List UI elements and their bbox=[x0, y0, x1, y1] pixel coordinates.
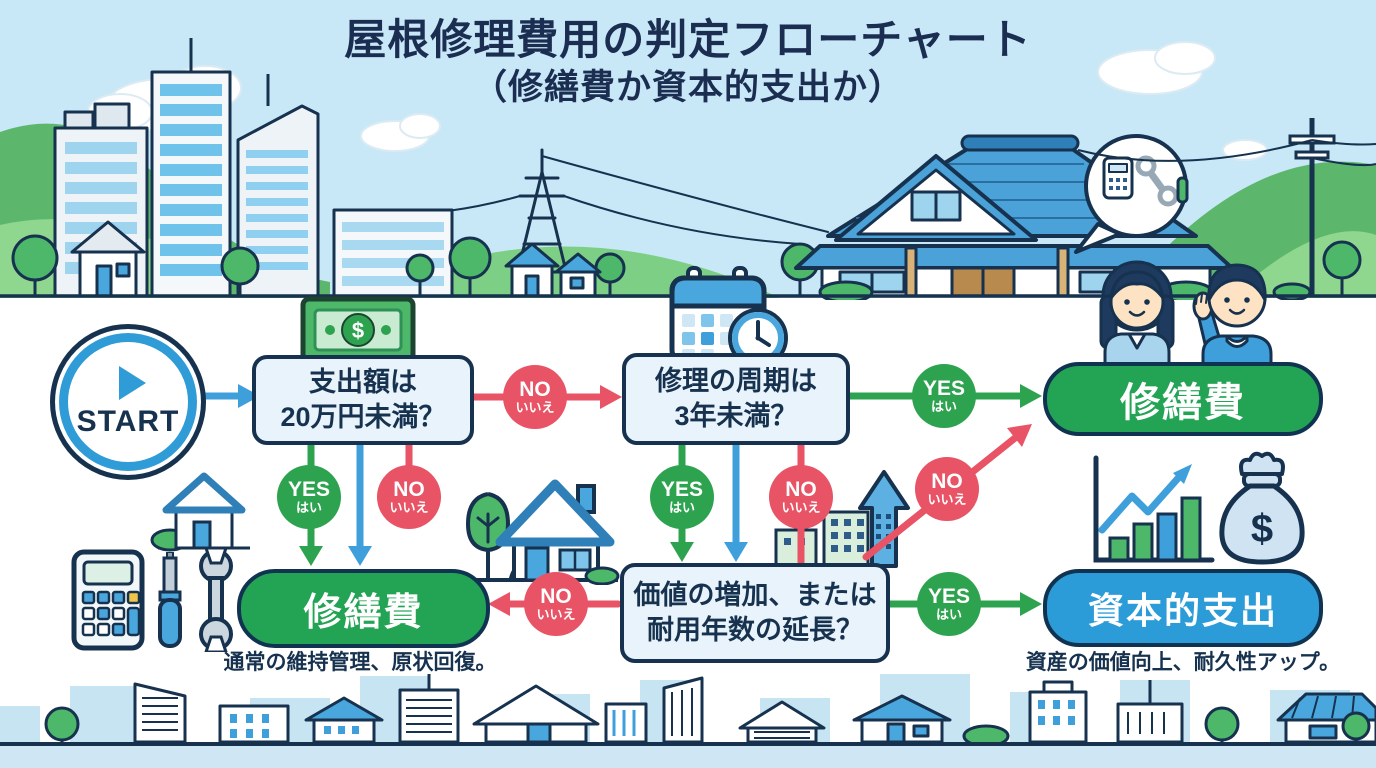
badge-no-ja: いいえ bbox=[389, 500, 429, 516]
title-line-2: （修繕費か資本的支出か） bbox=[471, 67, 904, 107]
top-scene-illustration bbox=[0, 0, 1376, 300]
question-amount: 支出額は 20万円未満？ bbox=[252, 355, 474, 445]
svg-text:$: $ bbox=[1251, 507, 1273, 551]
money-bill-icon: $ bbox=[300, 296, 416, 364]
play-icon bbox=[118, 365, 146, 400]
badge-no-ja: いいえ bbox=[927, 492, 967, 508]
bottom-skyline-illustration bbox=[0, 674, 1376, 768]
title-line-1: 屋根修理費用の判定フローチャート bbox=[344, 16, 1032, 63]
badge-no-en: NO bbox=[540, 585, 572, 609]
badge-yes: YES はい bbox=[277, 465, 341, 529]
badge-yes: YES はい bbox=[650, 465, 714, 529]
question-amount-line2: 20万円未満？ bbox=[280, 402, 446, 432]
badge-yes-ja: はい bbox=[668, 500, 695, 516]
badge-no-en: NO bbox=[519, 378, 551, 402]
growth-chart-icon bbox=[1093, 455, 1215, 563]
badge-yes-en: YES bbox=[660, 478, 704, 502]
start-label: START bbox=[76, 404, 180, 438]
result-capital: 資本的支出 bbox=[1043, 569, 1323, 647]
badge-no: NO いいえ bbox=[769, 465, 833, 529]
question-amount-line1: 支出額は bbox=[309, 366, 417, 397]
badge-no-ja: いいえ bbox=[536, 607, 576, 623]
calculator-icon bbox=[71, 549, 145, 651]
house-and-tree-icon bbox=[150, 472, 250, 552]
badge-no-ja: いいえ bbox=[781, 500, 821, 516]
badge-yes: YES はい bbox=[917, 572, 981, 636]
result-repair-bottom: 修繕費 bbox=[237, 569, 490, 648]
badge-no-en: NO bbox=[931, 470, 963, 494]
badge-yes-en: YES bbox=[922, 377, 966, 401]
badge-yes-ja: はい bbox=[295, 500, 322, 516]
badge-no-ja: いいえ bbox=[515, 400, 555, 416]
badge-no: NO いいえ bbox=[915, 457, 979, 521]
start-node: START bbox=[50, 324, 206, 480]
wrench-icon bbox=[199, 548, 233, 652]
badge-no-en: NO bbox=[785, 478, 817, 502]
badge-no: NO いいえ bbox=[503, 365, 567, 429]
badge-yes-en: YES bbox=[927, 585, 971, 609]
repair-estimate-bubble-icon bbox=[1074, 134, 1189, 254]
caption-capital: 資産の価値向上、耐久性アップ。 bbox=[1025, 651, 1341, 674]
question-cycle-line2: 3年未満？ bbox=[674, 401, 798, 431]
money-bag-icon: $ bbox=[1219, 451, 1305, 565]
city-buildings-illustration bbox=[53, 38, 454, 298]
screwdriver-icon bbox=[158, 552, 182, 648]
power-pole-icon bbox=[1077, 118, 1376, 296]
badge-no: NO いいえ bbox=[524, 572, 588, 636]
badge-yes-ja: はい bbox=[930, 399, 957, 415]
question-value-line2: 耐用年数の延長？ bbox=[647, 615, 863, 645]
question-value: 価値の増加、または 耐用年数の延長？ bbox=[620, 563, 890, 663]
question-cycle-line1: 修理の周期は bbox=[655, 365, 817, 396]
page-title: 屋根修理費用の判定フローチャート （修繕費か資本的支出か） bbox=[0, 14, 1376, 109]
badge-yes-en: YES bbox=[287, 478, 331, 502]
question-value-line1: 価値の増加、または bbox=[633, 579, 877, 610]
badge-no: NO いいえ bbox=[377, 465, 441, 529]
result-repair-top: 修繕費 bbox=[1043, 362, 1323, 436]
caption-repair: 通常の維持管理、原状回復。 bbox=[223, 651, 497, 674]
couple-illustration bbox=[1099, 260, 1273, 370]
tree-icon bbox=[11, 234, 820, 296]
badge-yes: YES はい bbox=[912, 364, 976, 428]
badge-no-en: NO bbox=[393, 478, 425, 502]
house-and-tree-icon bbox=[462, 479, 620, 585]
badge-yes-ja: はい bbox=[935, 607, 962, 623]
question-cycle: 修理の周期は 3年未満？ bbox=[622, 353, 850, 445]
svg-text:$: $ bbox=[352, 318, 364, 343]
